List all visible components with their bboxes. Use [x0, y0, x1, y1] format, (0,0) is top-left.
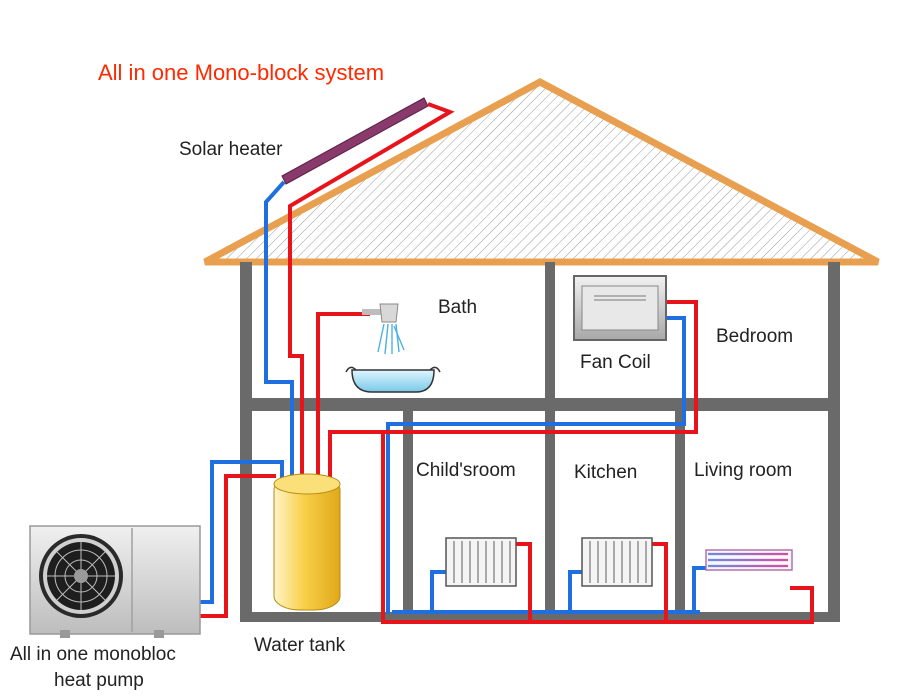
floor-heating-panel — [705, 549, 793, 571]
kitchen-feed-pipe — [652, 542, 668, 622]
heat-pump-cold-pipe — [198, 460, 284, 604]
fan-coil-unit — [573, 275, 667, 341]
childs-room-radiator — [445, 537, 517, 587]
childs-room-label: Child'sroom — [416, 460, 516, 481]
cold-pipes — [198, 180, 706, 614]
childs-room-return-pipe — [430, 570, 446, 612]
fan-coil-cold-pipe — [386, 316, 686, 614]
kitchen-radiator — [581, 537, 653, 587]
kitchen-return-pipe — [568, 570, 582, 612]
solar-return-pipe — [264, 180, 294, 478]
hot-pipes — [198, 102, 814, 624]
water-spray-icon — [377, 323, 405, 355]
heat-pump-label-line1: All in one monobloc — [10, 644, 176, 665]
living-room-return-pipe — [692, 566, 706, 612]
fan-icon — [39, 534, 123, 618]
bathtub-icon — [345, 366, 441, 393]
heat-pump-label-line2: heat pump — [54, 670, 144, 691]
fan-coil-label: Fan Coil — [580, 352, 651, 373]
solar-feed-pipe — [288, 102, 455, 478]
house-structure — [240, 262, 840, 622]
heating-main-pipe — [381, 432, 814, 624]
bath-label: Bath — [438, 297, 477, 318]
heat-pump-hot-pipe — [198, 474, 276, 618]
heating-feed-pipe — [328, 300, 698, 478]
roof — [203, 78, 880, 266]
solar-heater-label: Solar heater — [179, 139, 283, 160]
bath-hot-pipe — [316, 312, 370, 478]
bedroom-label: Bedroom — [716, 326, 793, 347]
childs-room-feed-pipe — [516, 542, 532, 622]
living-room-label: Living room — [694, 460, 792, 481]
diagram-title: All in one Mono-block system — [98, 60, 384, 85]
water-tank-label: Water tank — [254, 635, 346, 656]
kitchen-label: Kitchen — [574, 462, 637, 483]
shower-head-icon — [362, 303, 399, 323]
water-tank — [273, 473, 341, 611]
heat-pump-unit — [29, 525, 201, 638]
